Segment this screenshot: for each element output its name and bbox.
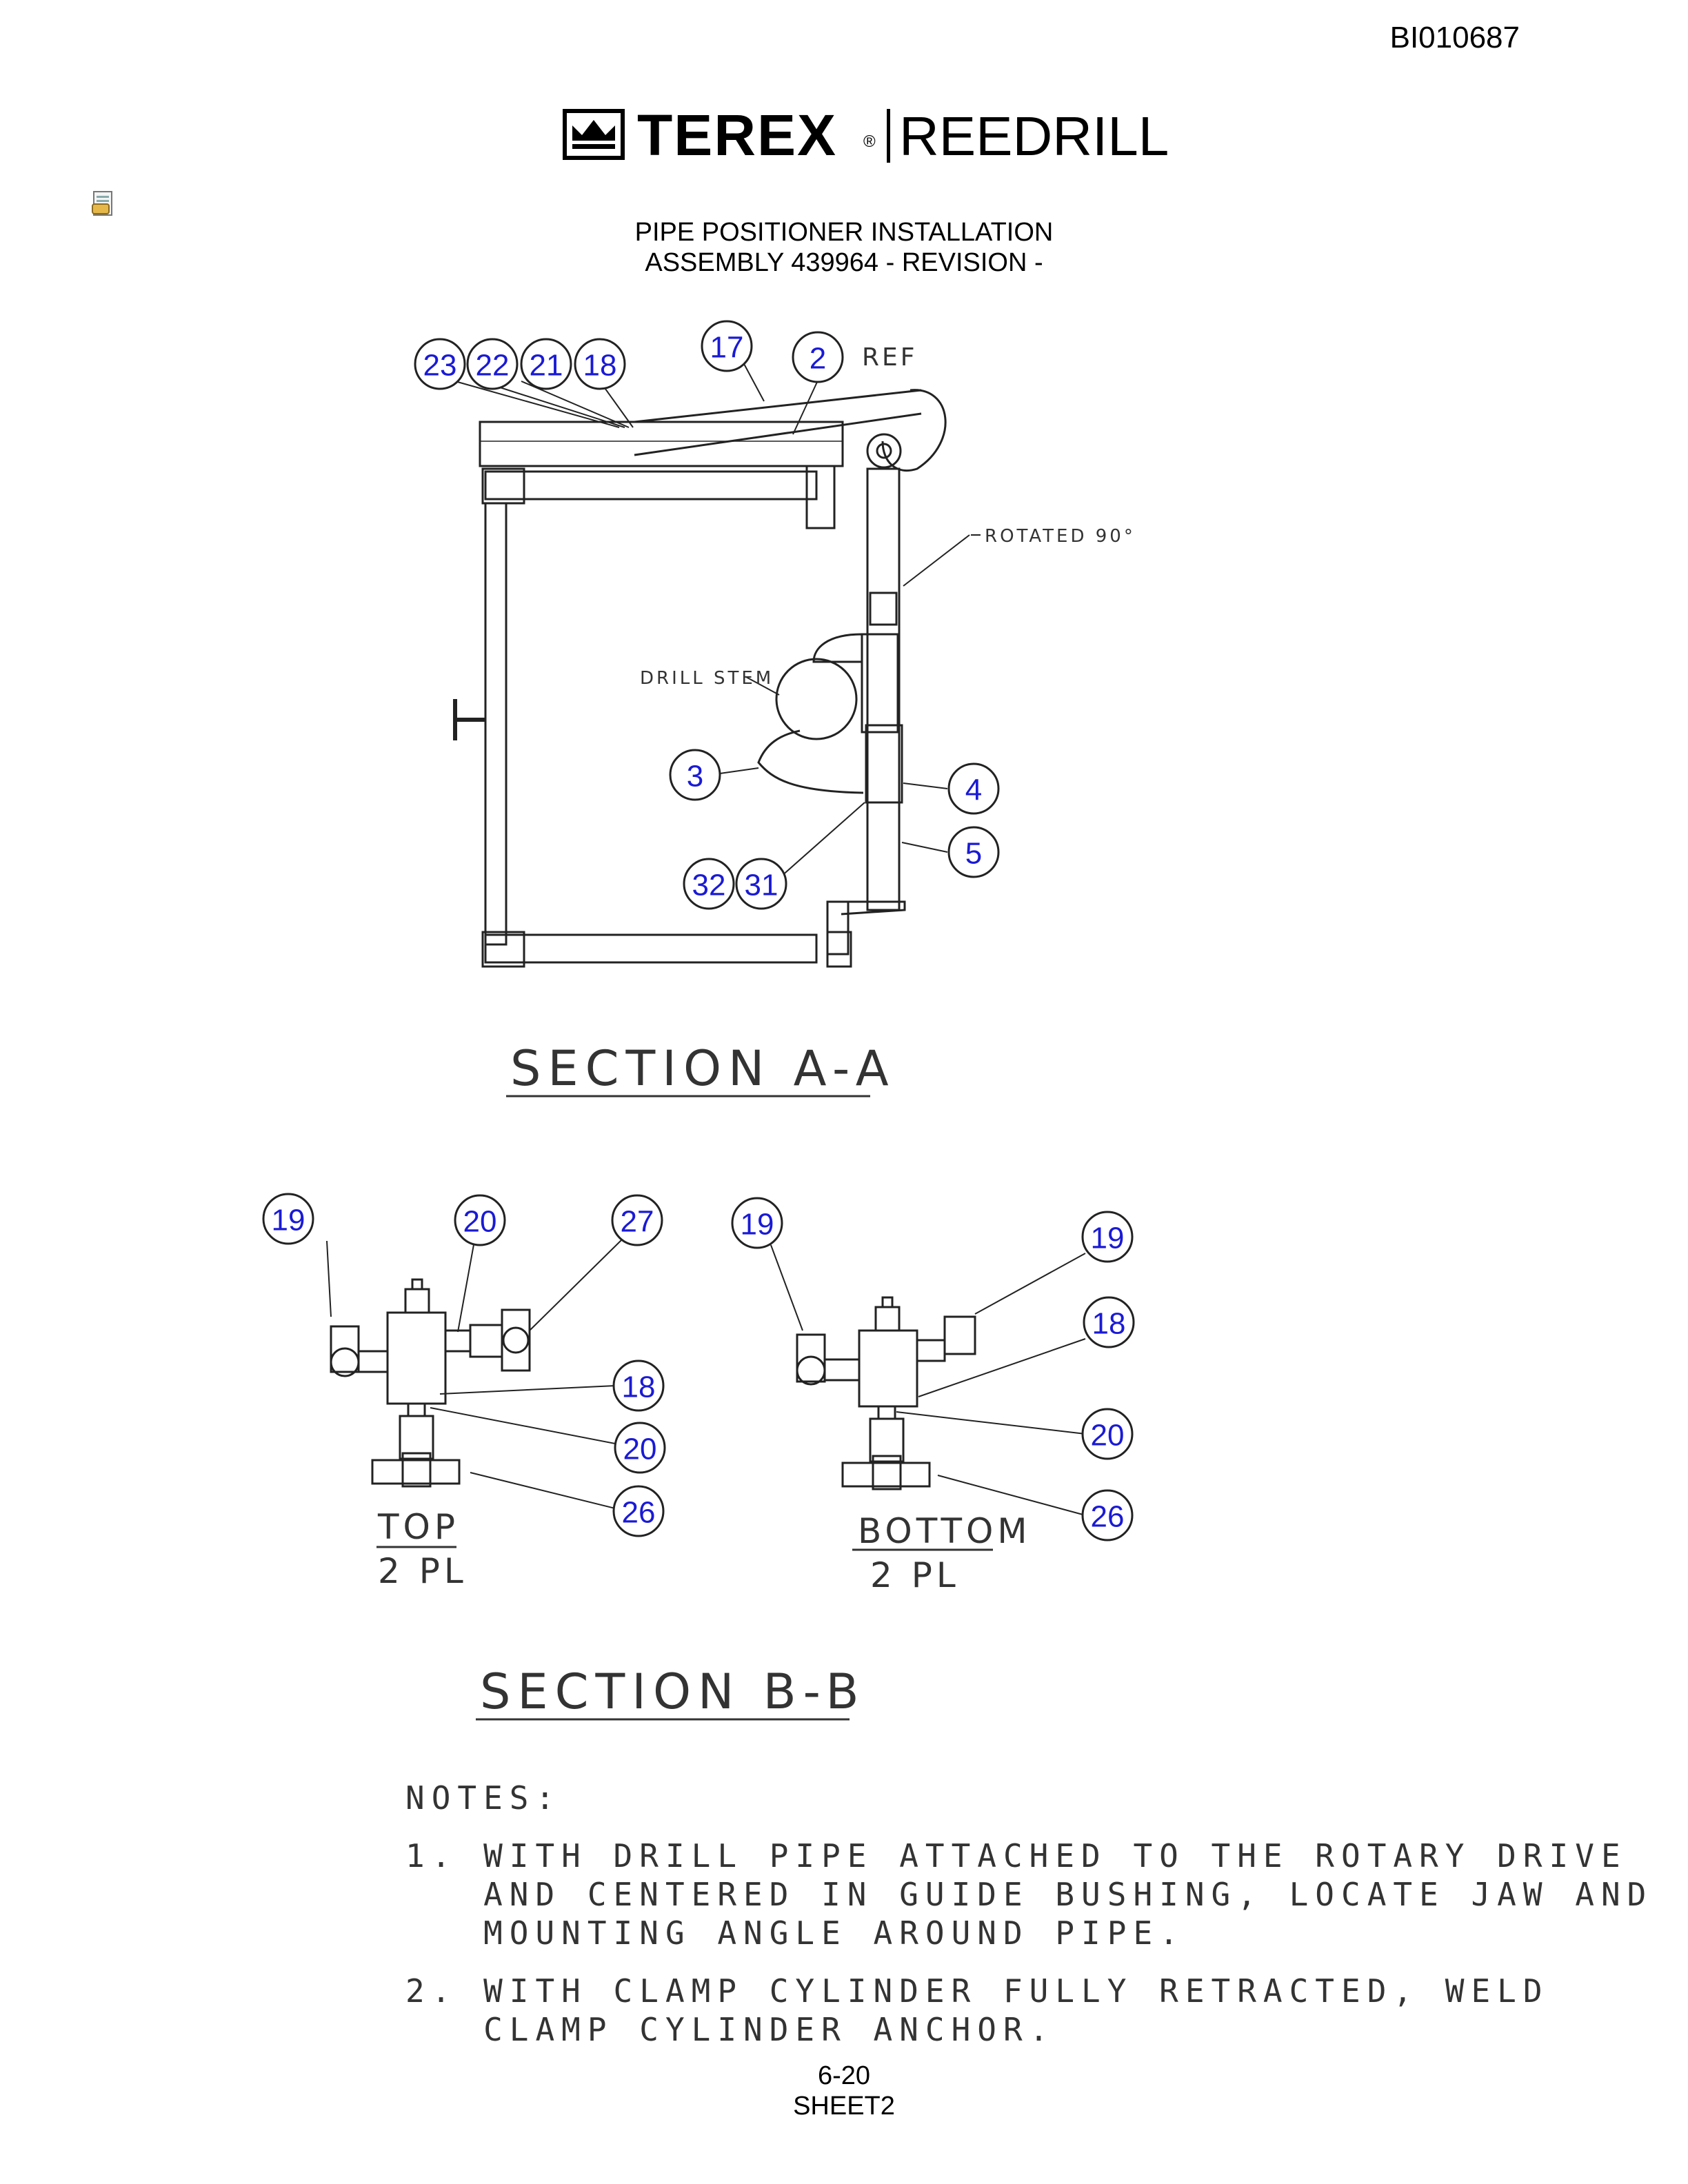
callout-balloon: 20 (1081, 1408, 1134, 1460)
callout-number: 26 (1091, 1500, 1125, 1534)
callout-number: 32 (692, 869, 726, 902)
callout-number: 17 (710, 331, 744, 365)
section-b-view-labels: TOP 2 PL BOTTOM 2 PL (376, 1507, 1031, 1595)
callout-number: 26 (622, 1496, 656, 1530)
drawing-subtitle: ASSEMBLY 439964 - REVISION - (645, 248, 1043, 277)
callout-number: 20 (623, 1433, 657, 1466)
callout-number: 5 (965, 837, 982, 871)
callout-number: 23 (423, 349, 457, 383)
callout-balloon: 19 (262, 1193, 314, 1245)
callout-number: 21 (530, 349, 563, 383)
callout-balloon: 21 (520, 338, 572, 390)
callout-number: 19 (741, 1208, 774, 1242)
callout-number: 4 (965, 774, 982, 807)
callout-balloon: 4 (947, 762, 1000, 815)
drill-stem-label: DRILL STEM (640, 668, 774, 689)
bottom-view-linework (770, 1244, 1086, 1516)
callout-number: 18 (1092, 1307, 1126, 1341)
terex-crown-logo-icon (563, 109, 625, 160)
callout-number: 18 (583, 349, 617, 383)
callout-balloon: 23 (414, 338, 466, 390)
page-number: 6-20 (817, 2061, 871, 2090)
section-b-title: SECTION B-B (480, 1664, 865, 1720)
callout-balloon: 19 (1081, 1211, 1134, 1263)
callout-balloon: 3 (669, 749, 721, 801)
callout-number: 2 (810, 342, 826, 376)
callout-balloon: 20 (614, 1422, 666, 1474)
rotated-label: ROTATED 90° (985, 526, 1136, 547)
section-a-callouts: 23 22 21 18 17 2 3 4 5 32 31 (414, 320, 1000, 910)
callout-balloon: 17 (701, 320, 753, 372)
callout-number: 20 (463, 1205, 497, 1239)
section-b-callouts: 19 20 27 18 20 26 19 19 18 20 26 (262, 1193, 1135, 1541)
document-attachment-icon[interactable] (90, 190, 117, 218)
note-item: 1. WITH DRILL PIPE ATTACHED TO THE ROTAR… (405, 1837, 1654, 1952)
callout-balloon: 18 (1083, 1296, 1135, 1348)
callout-number: 18 (622, 1371, 656, 1404)
bottom-view-label: BOTTOM (858, 1511, 1031, 1551)
callout-balloon: 2 (792, 331, 844, 383)
callout-number: 19 (272, 1204, 305, 1237)
brand-name: TEREX (637, 103, 838, 168)
notes-heading: NOTES: (405, 1779, 562, 1817)
callout-balloon: 26 (1081, 1489, 1134, 1541)
section-a-heading: SECTION A-A (506, 1040, 896, 1098)
callout-balloon: 19 (731, 1197, 783, 1249)
section-a-labels: REF ROTATED 90° DRILL STEM (640, 343, 1136, 689)
callout-number: 22 (476, 349, 510, 383)
callout-number: 27 (621, 1205, 654, 1239)
callout-number: 19 (1091, 1222, 1125, 1255)
callout-number: 31 (745, 869, 778, 902)
sheet-label: SHEET2 (793, 2092, 895, 2121)
callout-balloon: 26 (612, 1485, 665, 1537)
logo-divider (887, 109, 890, 163)
callout-balloon: 22 (466, 338, 519, 390)
callout-balloon: 18 (574, 338, 626, 390)
section-a-linework (453, 362, 981, 968)
registered-mark: ® (863, 132, 876, 151)
top-view-qty: 2 PL (378, 1551, 468, 1591)
bottom-view-qty: 2 PL (870, 1555, 960, 1595)
section-a-title: SECTION A-A (510, 1040, 896, 1097)
section-b-heading: SECTION B-B (476, 1664, 865, 1721)
callout-balloon: 27 (611, 1194, 663, 1246)
brand-division: REEDRILL (899, 105, 1169, 167)
callout-balloon: 5 (947, 826, 1000, 878)
top-view-linework (326, 1239, 623, 1509)
callout-number: 20 (1091, 1419, 1125, 1453)
drawing-title: PIPE POSITIONER INSTALLATION (634, 218, 1054, 247)
callout-balloon: 31 (735, 858, 787, 910)
ref-label: REF (862, 343, 917, 372)
callout-balloon: 20 (454, 1194, 506, 1246)
callout-balloon: 18 (612, 1359, 665, 1412)
callout-number: 3 (687, 760, 703, 793)
document-id: BI010687 (1389, 21, 1520, 54)
note-item: 2. WITH CLAMP CYLINDER FULLY RETRACTED, … (405, 1972, 1549, 2048)
top-view-label: TOP (377, 1507, 459, 1547)
callout-balloon: 32 (683, 858, 735, 910)
